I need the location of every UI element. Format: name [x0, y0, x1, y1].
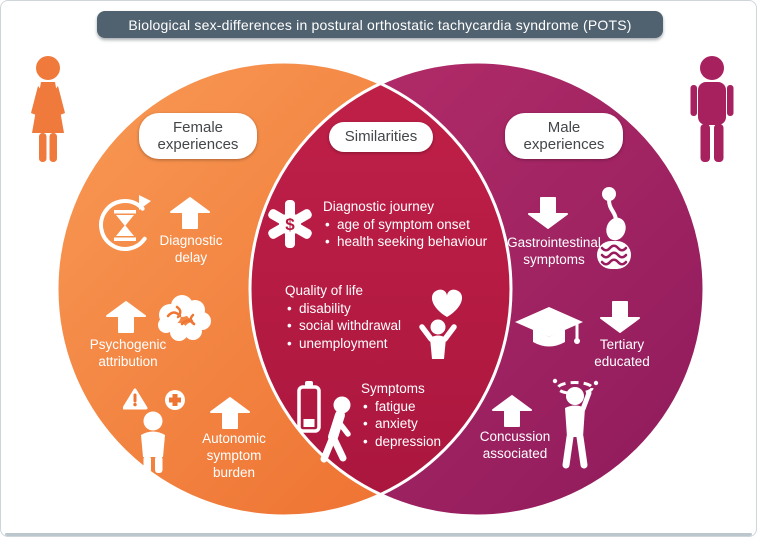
bullet-item: disability — [285, 300, 425, 318]
bullet-item: unemployment — [285, 335, 425, 353]
bullet-item: health seeking behaviour — [323, 233, 493, 251]
group-heading: Symptoms — [361, 381, 425, 396]
female-figure-icon — [31, 56, 65, 162]
similarities-group: Symptoms fatigue anxiety depression — [361, 380, 471, 450]
similarities-group: Quality of life disability social withdr… — [285, 282, 425, 352]
male-item-label: Concussion associated — [479, 429, 551, 461]
digestive-system-icon — [597, 187, 631, 269]
female-section-label: Female experiences — [139, 113, 257, 159]
decrease-arrow-icon — [527, 197, 569, 229]
increase-arrow-icon — [491, 395, 533, 427]
increase-arrow-icon — [105, 301, 147, 333]
male-section-label: Male experiences — [505, 113, 623, 159]
medical-cost-icon: $ — [268, 200, 312, 248]
bullet-item: social withdrawal — [285, 317, 425, 335]
bullet-item: anxiety — [361, 415, 471, 433]
increase-arrow-icon — [209, 397, 251, 429]
group-bullets: fatigue anxiety depression — [361, 398, 471, 451]
bullet-item: depression — [361, 433, 471, 451]
dizzy-person-icon — [552, 378, 599, 469]
female-item-label: Autonomic symptom burden — [202, 431, 266, 480]
graduation-cap-icon — [515, 307, 583, 347]
brain-icon — [158, 295, 211, 341]
similarities-group: Diagnostic journey age of symptom onset … — [323, 198, 493, 251]
male-figure-icon — [690, 56, 734, 162]
bullet-item: fatigue — [361, 398, 471, 416]
group-heading: Diagnostic journey — [323, 199, 435, 214]
svg-text:$: $ — [285, 215, 295, 234]
group-bullets: disability social withdrawal unemploymen… — [285, 300, 425, 353]
bullet-item: age of symptom onset — [323, 216, 493, 234]
hourglass-clock-icon — [99, 195, 151, 251]
title-bar: Biological sex-differences in postural o… — [97, 11, 663, 38]
decrease-arrow-icon — [599, 301, 641, 333]
similarities-section-label: Similarities — [329, 122, 433, 152]
page-title: Biological sex-differences in postural o… — [128, 16, 632, 33]
low-battery-fatigue-icon — [297, 381, 351, 463]
heart-wellbeing-icon — [419, 289, 463, 359]
female-item-label: Psychogenic attribution — [89, 337, 167, 369]
group-bullets: age of symptom onset health seeking beha… — [323, 216, 493, 251]
male-item-label: Gastrointestinal symptoms — [507, 235, 601, 267]
patient-alert-icon — [123, 388, 185, 473]
increase-arrow-icon — [169, 197, 211, 229]
male-item-label: Tertiary educated — [594, 337, 650, 369]
group-heading: Quality of life — [285, 283, 364, 298]
female-item-label: Diagnostic delay — [159, 233, 223, 265]
